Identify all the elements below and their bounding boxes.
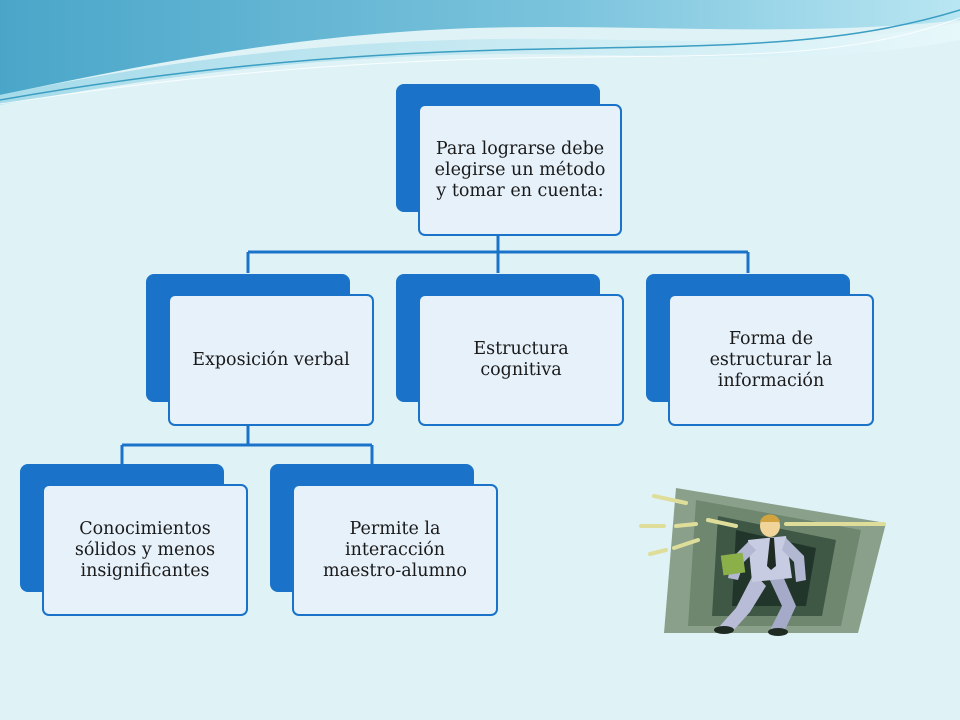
- node-estructura-cognitiva: Estructura cognitiva: [396, 274, 624, 426]
- node-exposicion-verbal-label: Exposición verbal: [192, 349, 350, 370]
- node-conocimientos-solidos: Conocimientos sólidos y menos insignific…: [20, 464, 248, 616]
- header-wave-decoration: [0, 0, 960, 105]
- node-exposicion-verbal: Exposición verbal: [146, 274, 374, 426]
- node-permite-interaccion-label: Permite la interacción maestro-alumno: [323, 518, 467, 581]
- running-businessman-illustration: [639, 488, 886, 636]
- node-forma-estructurar: Forma de estructurar la información: [646, 274, 874, 426]
- root-node-label: Para lograrse debe elegirse un método y …: [434, 138, 606, 201]
- root-node: Para lograrse debe elegirse un método y …: [396, 84, 622, 236]
- node-permite-interaccion: Permite la interacción maestro-alumno: [270, 464, 498, 616]
- node-conocimientos-solidos-label: Conocimientos sólidos y menos insignific…: [74, 518, 216, 581]
- node-forma-estructurar-label: Forma de estructurar la información: [709, 328, 833, 391]
- node-estructura-cognitiva-label: Estructura cognitiva: [473, 339, 569, 380]
